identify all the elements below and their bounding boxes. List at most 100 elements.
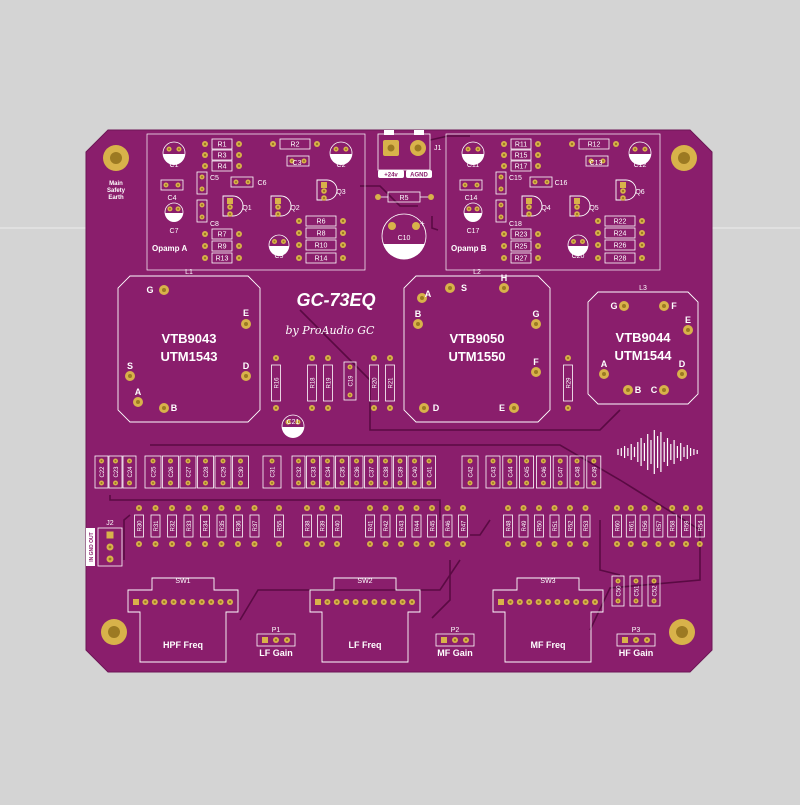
capacitor-band (282, 427, 304, 438)
pad (683, 325, 693, 335)
pad-hole (537, 506, 541, 510)
inductor-pin-label: H (501, 273, 508, 283)
pad-hole (657, 506, 660, 510)
pad (677, 369, 687, 379)
capacitor-c5: C5 (196, 171, 219, 195)
pad (362, 599, 368, 605)
pad (343, 599, 350, 605)
pad-hole (154, 506, 157, 510)
pad-hole (239, 482, 242, 484)
pad-hole (114, 460, 117, 462)
inductor-line1: VTB9044 (616, 330, 672, 345)
resistor-body (271, 364, 281, 402)
resistor-r8: R8 (296, 227, 346, 239)
capacitor-label: C13 (590, 160, 603, 167)
resistor-r25: R25 (501, 240, 541, 252)
pad (236, 152, 242, 158)
pad (535, 141, 541, 147)
capacitor-label: C40 (413, 466, 419, 478)
resistor-r59: R59 (681, 505, 691, 547)
pad (417, 293, 427, 303)
transistor-label: Q6 (635, 189, 644, 196)
j2-pin-labels: IN GND OUT (89, 532, 95, 561)
resistor-r49: R49 (518, 505, 529, 547)
resistor-label: R33 (187, 520, 193, 532)
resistor-body (510, 228, 532, 240)
pad-hole (335, 542, 339, 546)
inductor-pin-label: D (433, 403, 440, 413)
pad (202, 505, 208, 511)
capacitor-body (230, 176, 254, 188)
mounting-hole (669, 619, 695, 645)
pad (167, 206, 173, 212)
resistor-body (653, 514, 664, 538)
capacitor-band (629, 154, 651, 165)
capacitor-c30: C30 (232, 455, 249, 489)
pad (371, 405, 377, 411)
capacitor-c19: C19 (343, 361, 357, 401)
pad (474, 182, 480, 188)
pad-hole (502, 286, 506, 290)
pad (397, 458, 403, 464)
pad (639, 242, 645, 248)
pad-hole (467, 148, 470, 151)
capacitor-band (163, 154, 185, 165)
pad-hole (187, 542, 190, 546)
pad (113, 458, 118, 464)
pad-hole (581, 240, 584, 243)
pad (535, 231, 541, 237)
pad (236, 163, 242, 169)
resistor-r9: R9 (202, 240, 242, 252)
pad-hole (200, 600, 203, 604)
resistor-body (604, 227, 636, 239)
resistor-label: R36 (237, 520, 243, 532)
capacitor-c34: C34 (320, 455, 335, 489)
capacitor-body (262, 455, 282, 489)
capacitor-body (286, 155, 310, 167)
pad-hole (615, 506, 619, 510)
pad-square (620, 182, 626, 188)
pad-hole (512, 406, 516, 410)
resistor-label: R7 (218, 232, 227, 239)
capacitor-c20: C20 (567, 234, 589, 260)
pad-hole (415, 542, 418, 546)
pad-hole (201, 176, 203, 178)
pad (296, 255, 302, 261)
pad (289, 158, 295, 164)
resistor-body (427, 514, 437, 538)
inductor-ref: L2 (473, 269, 481, 276)
pad (233, 179, 239, 185)
capacitor-label: C16 (555, 180, 568, 187)
pad-hole (237, 142, 241, 146)
pad-hole (635, 580, 637, 582)
pad-hole (592, 460, 595, 462)
pad-hole (282, 240, 285, 243)
pad (321, 188, 327, 194)
pad-hole (203, 142, 207, 146)
pad-hole (621, 189, 625, 193)
pad-square (315, 599, 321, 605)
agnd-label: AGND (410, 173, 428, 179)
resistor-label: R6 (317, 219, 326, 226)
capacitor-c48: C48 (569, 455, 585, 489)
pad (614, 541, 620, 547)
capacitor-label: C38 (384, 466, 390, 478)
resistor-label: R10 (315, 243, 328, 250)
capacitor-c28: C28 (197, 455, 214, 489)
capacitor-c31: C31 (262, 455, 282, 489)
pad (217, 599, 224, 605)
pad (591, 480, 597, 486)
pad-hole (622, 304, 626, 308)
capacitor-c21: C21 (281, 414, 305, 438)
transistor-outline (222, 195, 244, 217)
pad (235, 505, 241, 511)
pad-hole (413, 482, 416, 484)
resistor-body (317, 514, 327, 538)
resistor-body (305, 215, 337, 227)
pad-hole (187, 506, 190, 510)
inductor-pin-label: A (601, 359, 608, 369)
pad-hole (355, 482, 358, 484)
pad-hole (430, 506, 434, 510)
pad (557, 458, 563, 464)
resistor-label: R40 (336, 520, 342, 532)
